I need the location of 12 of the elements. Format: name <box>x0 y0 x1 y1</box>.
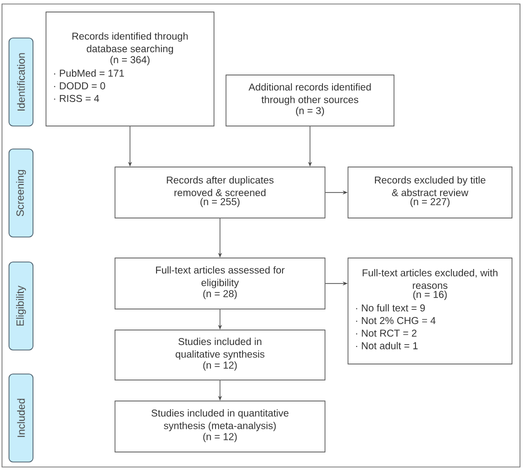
phase-tab: Screening <box>8 148 34 238</box>
process-box: Records after duplicates removed & screened (n = 255) <box>114 166 326 218</box>
process-box: Records excluded by title & abstract review (n = 227) <box>348 166 512 218</box>
phase-tab: Identification <box>8 38 34 126</box>
process-box: Additional records identified through other sources (n = 3) <box>226 74 394 126</box>
phase-tab: Eligibility <box>8 262 34 350</box>
process-box: Studies included in qualitative synthesis (n = 12) <box>114 330 326 380</box>
phase-tab: Included <box>8 374 34 462</box>
process-box: Studies included in quantitative synthesis (meta-analysis) (n = 12) <box>114 400 326 452</box>
process-box: Records identified through database searching (n = 364) · PubMed = 171 · DODD = 0 · RISS = 4 <box>46 12 214 126</box>
process-box: Full-text articles assessed for eligibility (n = 28) <box>114 258 326 310</box>
process-box: Full-text articles excluded, with reasons (n = 16) · No full text = 9 · Not 2% CHG = 4 · Not RCT = 2 · Not adult = 1 <box>348 258 512 364</box>
